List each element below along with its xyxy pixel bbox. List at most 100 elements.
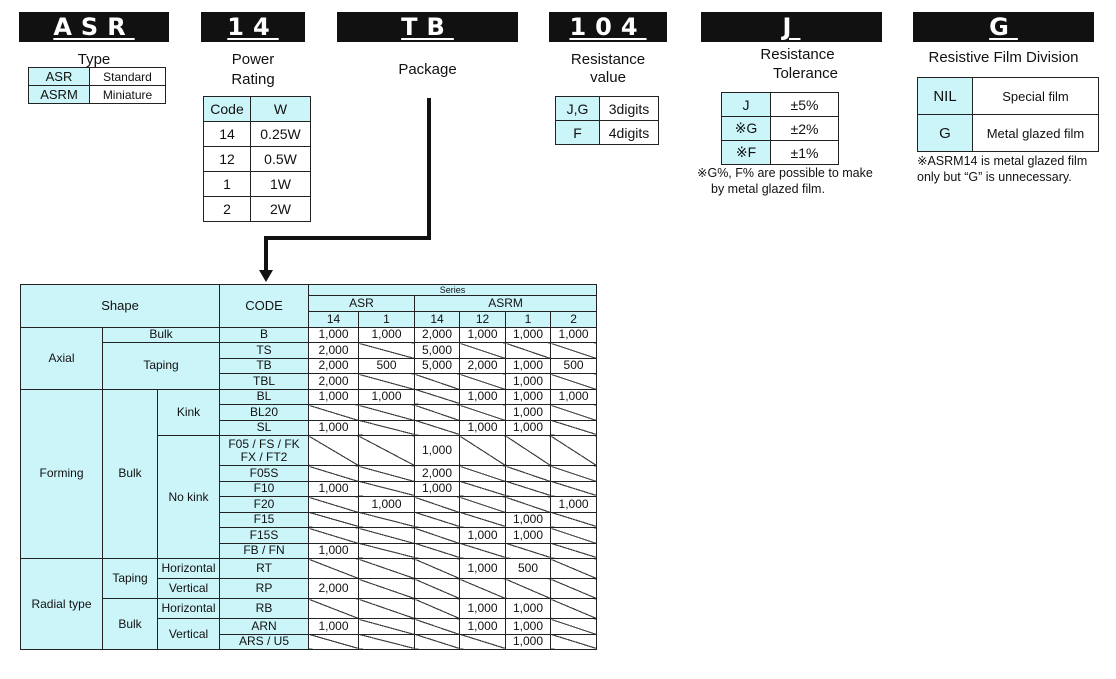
quantity-cell: 1,000 <box>550 388 598 405</box>
quantity-cell: 1,000 <box>459 558 507 579</box>
quantity-cell: 1,000 <box>505 388 552 405</box>
not-available-cell <box>550 373 598 390</box>
quantity-cell: 1,000 <box>358 326 416 343</box>
group-taping: Taping <box>101 342 221 390</box>
power-head-code: Code <box>203 96 251 122</box>
code-cell: F10 <box>219 480 310 497</box>
quantity-cell: 1,000 <box>414 480 461 497</box>
not-available-cell <box>414 527 461 544</box>
code-cell: TS <box>219 342 310 359</box>
quantity-cell: 5,000 <box>414 357 461 374</box>
power-label-2: Rating <box>231 71 275 88</box>
code-cell: RP <box>219 578 310 599</box>
not-available-cell <box>459 342 507 359</box>
film-header: G <box>913 12 1094 42</box>
not-available-cell <box>308 527 360 544</box>
tolerance-label-1: Resistance <box>760 46 835 63</box>
resistance-table: J,G 3digits F 4digits <box>555 96 659 145</box>
type-header: ASR <box>19 12 169 42</box>
not-available-cell <box>308 465 360 482</box>
quantity-cell: 1,000 <box>459 527 507 544</box>
not-available-cell <box>414 542 461 559</box>
tolerance-code: J <box>721 92 771 117</box>
not-available-cell <box>358 511 416 528</box>
code-cell: TB <box>219 357 310 374</box>
quantity-cell: 1,000 <box>308 326 360 343</box>
group-horizontal: Horizontal <box>156 598 221 619</box>
tolerance-table: J±5% ※G±2% ※F±1% <box>721 92 839 165</box>
connector-line <box>264 236 431 240</box>
quantity-cell: 1,000 <box>505 511 552 528</box>
not-available-cell <box>308 633 360 650</box>
type-code: ASR <box>28 67 90 86</box>
code-header: CODE <box>219 284 310 328</box>
not-available-cell <box>459 435 507 466</box>
quantity-cell: 1,000 <box>459 326 507 343</box>
type-label: Type <box>77 51 111 68</box>
not-available-cell <box>459 496 507 513</box>
resistance-label-2: value <box>590 69 626 86</box>
sub-col: 14 <box>414 311 461 328</box>
package-header: TB <box>337 12 518 42</box>
film-desc: Special film <box>972 77 1099 115</box>
not-available-cell <box>414 558 461 579</box>
tolerance-value: ±5% <box>770 92 839 117</box>
sub-col: 1 <box>358 311 416 328</box>
series-header: Series <box>308 284 598 296</box>
code-cell: RB <box>219 598 310 619</box>
quantity-cell: 1,000 <box>505 404 552 421</box>
sub-col: 1 <box>505 311 552 328</box>
tolerance-code: ※G <box>721 116 771 141</box>
tolerance-value: ±1% <box>770 140 839 165</box>
not-available-cell <box>550 527 598 544</box>
group-forming: Forming <box>20 388 103 559</box>
code-cell: F20 <box>219 496 310 513</box>
not-available-cell <box>308 496 360 513</box>
code-cell: F05S <box>219 465 310 482</box>
not-available-cell <box>358 527 416 544</box>
power-code: 12 <box>203 146 251 172</box>
sub-col: 14 <box>308 311 360 328</box>
film-label: Resistive Film Division <box>928 49 1079 66</box>
power-head-w: W <box>250 96 311 122</box>
film-desc: Metal glazed film <box>972 114 1099 152</box>
not-available-cell <box>414 511 461 528</box>
quantity-cell: 2,000 <box>308 578 360 599</box>
tolerance-label-2: Tolerance <box>772 65 839 82</box>
sub-col: 12 <box>459 311 507 328</box>
table-row: BL20 1,000 <box>21 404 598 421</box>
film-note-1: ※ASRM14 is metal glazed film <box>917 154 1088 168</box>
power-watt: 1W <box>250 171 311 197</box>
code-cell: ARS / U5 <box>219 633 310 650</box>
code-cell: SL <box>219 419 310 436</box>
code-cell: BL20 <box>219 404 310 421</box>
type-code: ASRM <box>28 85 90 104</box>
not-available-cell <box>459 578 507 599</box>
not-available-cell <box>358 342 416 359</box>
tolerance-note-1: ※G%, F% are possible to make <box>697 166 873 180</box>
quantity-cell: 500 <box>550 357 598 374</box>
not-available-cell <box>550 404 598 421</box>
quantity-cell: 1,000 <box>505 419 552 436</box>
not-available-cell <box>358 542 416 559</box>
quantity-cell: 1,000 <box>358 388 416 405</box>
quantity-cell: 1,000 <box>459 419 507 436</box>
quantity-cell: 500 <box>505 558 552 579</box>
not-available-cell <box>308 511 360 528</box>
not-available-cell <box>459 480 507 497</box>
quantity-cell: 1,000 <box>505 527 552 544</box>
not-available-cell <box>550 480 598 497</box>
quantity-cell: 1,000 <box>505 357 552 374</box>
quantity-cell: 1,000 <box>505 373 552 390</box>
not-available-cell <box>308 435 360 466</box>
not-available-cell <box>459 373 507 390</box>
film-code: NIL <box>917 77 973 115</box>
tolerance-value: ±2% <box>770 116 839 141</box>
quantity-cell: 500 <box>358 357 416 374</box>
not-available-cell <box>308 558 360 579</box>
power-label-1: Power <box>231 51 275 68</box>
